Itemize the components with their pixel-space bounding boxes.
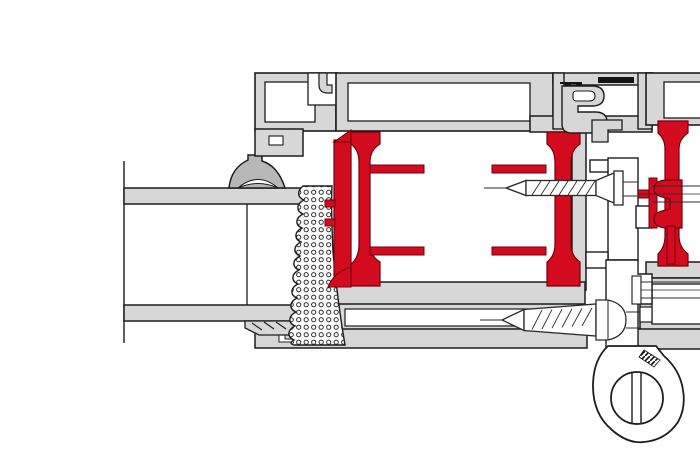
screw-upper-flange — [613, 170, 624, 206]
profile-cross-section-svg — [123, 72, 700, 444]
thermal-bar-left-foot — [327, 266, 352, 288]
thermal-strut-sash-right — [546, 131, 581, 287]
clip-tee-vertical — [648, 177, 658, 229]
thermal-fin-top-left — [369, 164, 425, 174]
hinge-pin — [610, 371, 664, 425]
anchor-lower-shaft — [641, 281, 700, 299]
glazing-gasket-cutout — [237, 179, 279, 189]
thermal-tab-2 — [324, 218, 336, 227]
glass-pane-outer — [123, 187, 304, 205]
glazing-clamp-hatch — [251, 321, 287, 331]
clip-c-body — [653, 179, 683, 229]
thermal-tab-1 — [324, 199, 336, 208]
thermal-bar-left — [333, 139, 352, 285]
sash-ledge-slot — [268, 135, 284, 146]
clip-stem-lower — [666, 225, 676, 265]
thermal-fin-bottom-left — [369, 246, 425, 256]
anchor-upper-shaft — [652, 185, 700, 203]
anchor-lower-flange — [631, 275, 642, 305]
screw-lower-stub — [626, 311, 640, 329]
screw-upper-countersink — [595, 172, 615, 204]
gasket-e-cavity — [572, 90, 596, 102]
glass-pane-inner — [123, 304, 303, 322]
screw-upper-threads — [531, 180, 596, 196]
thermal-strut-sash-left — [350, 131, 381, 287]
screw-upper-stub — [623, 181, 638, 197]
thermal-fin-top-right — [491, 164, 547, 174]
hinge-hatch-patch — [638, 349, 661, 368]
screw-lower-head — [595, 299, 627, 341]
frame-lower-cavity — [651, 283, 700, 325]
bracket-foot-left — [585, 251, 609, 269]
thermal-bar-left-hook — [332, 128, 352, 143]
profile-section-diagram: Technical cross-section diagram of a the… — [40, 16, 700, 459]
seal-strip-black — [598, 77, 634, 83]
thermal-fin-bottom-right — [491, 246, 547, 256]
sash-hook-tongue — [318, 72, 333, 94]
frame-top-cavity — [663, 81, 700, 119]
frame-lower-notch — [639, 306, 653, 323]
screw-lower-threads — [531, 307, 593, 330]
screw-upper-tip — [504, 179, 527, 197]
interlock-finger — [591, 119, 623, 143]
sash-top-chamber-right-cavity — [347, 82, 531, 122]
